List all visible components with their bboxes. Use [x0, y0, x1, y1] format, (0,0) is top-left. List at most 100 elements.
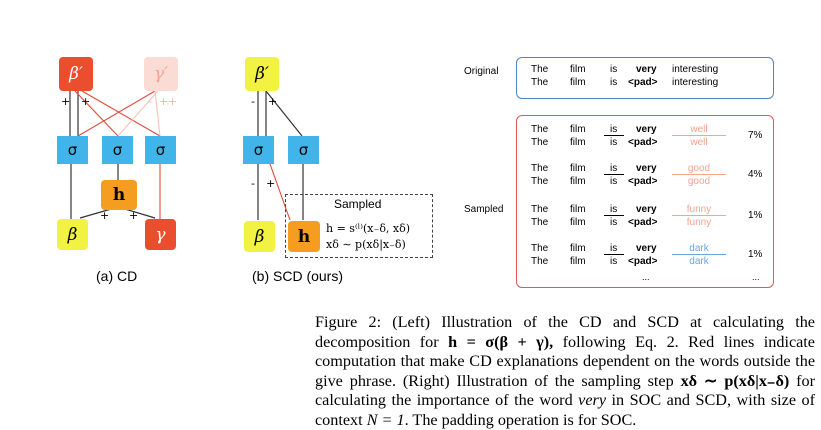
- cd-sign-3: -: [148, 95, 152, 108]
- s1-r1-word: well: [690, 124, 708, 135]
- s4-r2-is: is: [610, 256, 618, 267]
- caption-math-2: xδ ∼ p(xδ|x₋δ): [680, 371, 790, 390]
- cd-sign-4: +: [159, 95, 169, 108]
- s3-r1-word: funny: [686, 204, 712, 215]
- s4-r2-the: The: [531, 256, 549, 267]
- scd-sampled-box: [285, 194, 433, 258]
- orig-r2-interesting: interesting: [672, 77, 719, 88]
- s3-r2-film: film: [570, 217, 586, 228]
- s2-r1-film: film: [570, 163, 586, 174]
- scd-sign-4: +: [266, 177, 276, 190]
- s3-r1-the: The: [531, 204, 549, 215]
- scd-equation-2: xδ ∼ p(xδ|x₋δ): [326, 238, 406, 251]
- figure-caption: Figure 2: (Left) Illustration of the CD …: [315, 313, 815, 430]
- cd-beta-node: β: [57, 219, 88, 250]
- scd-sign-1: -: [251, 95, 255, 108]
- s1-underline-is: [604, 135, 624, 136]
- orig-r2-film: film: [570, 77, 586, 88]
- s2-underline-is: [604, 174, 624, 175]
- s3-r2-the: The: [531, 217, 549, 228]
- s2-r1-very: very: [636, 163, 657, 174]
- s3-r1-film: film: [570, 204, 586, 215]
- s1-r1-film: film: [570, 124, 586, 135]
- s3-r1-very: very: [636, 204, 657, 215]
- cd-sign-5: +: [168, 95, 178, 108]
- cd-sigma-node-2: σ: [102, 136, 133, 164]
- orig-r1-very: very: [636, 64, 657, 75]
- s2-r1-is: is: [610, 163, 618, 174]
- caption-part-1: Figure 2: (Left) Illustration of the CD …: [315, 313, 815, 351]
- s1-r2-film: film: [570, 137, 586, 148]
- s4-underline-word: [672, 254, 726, 255]
- ellipsis-pct: ...: [752, 272, 760, 282]
- scd-sigma-node-1: σ: [243, 136, 274, 164]
- s1-r1-very: very: [636, 124, 657, 135]
- s4-r1-word: dark: [689, 243, 709, 254]
- orig-r2-is: is: [610, 77, 618, 88]
- ellipsis-col: ...: [642, 272, 650, 282]
- orig-r1-the: The: [531, 64, 549, 75]
- s1-r2-the: The: [531, 137, 549, 148]
- s2-r2-is: is: [610, 176, 618, 187]
- caption-part-5: . The padding operation is for SOC.: [404, 410, 637, 429]
- s1-r1-is: is: [610, 124, 618, 135]
- scd-equation-1: h = s⁽ˡ⁾(x₋δ, xδ): [326, 222, 411, 235]
- s4-r1-very: very: [636, 243, 657, 254]
- original-label: Original: [464, 66, 499, 77]
- cd-sign-1: +: [61, 95, 71, 108]
- s4-r1-film: film: [570, 243, 586, 254]
- s2-r2-pad: <pad>: [628, 176, 658, 187]
- orig-r2-pad: <pad>: [628, 77, 658, 88]
- s3-r2-is: is: [610, 217, 618, 228]
- caption-math-1: h = σ(β + γ),: [448, 332, 554, 351]
- cd-sigma-node-3: σ: [145, 136, 176, 164]
- cd-sign-2: +: [81, 95, 91, 108]
- cd-gamma-prime-node: γ′: [144, 57, 178, 91]
- caption-part-2: following Eq. 2. Red lines indicate comp…: [315, 332, 815, 390]
- orig-r1-is: is: [610, 64, 618, 75]
- caption-emph-very: very: [578, 391, 607, 409]
- orig-r1-interesting: interesting: [672, 64, 719, 75]
- orig-r2-the: The: [531, 77, 549, 88]
- scd-beta-prime-node: β′: [245, 57, 279, 91]
- s2-r2-film: film: [570, 176, 586, 187]
- orig-r1-film: film: [570, 64, 586, 75]
- s1-r2-word: well: [690, 137, 708, 148]
- cd-gamma-node: γ: [145, 219, 176, 250]
- scd-sign-3: -: [251, 177, 255, 190]
- s3-r1-is: is: [610, 204, 618, 215]
- caption-part-3: for calculating the importance of the wo…: [315, 371, 816, 410]
- s1-r2-is: is: [610, 137, 618, 148]
- s3-underline-word: [672, 215, 726, 216]
- s2-r1-word: good: [687, 163, 711, 174]
- s3-r2-word: funny: [686, 217, 712, 228]
- s1-r1-the: The: [531, 124, 549, 135]
- s3-underline-is: [604, 215, 624, 216]
- scd-sigma-node-2: σ: [288, 136, 319, 164]
- scd-caption: (b) SCD (ours): [252, 268, 344, 284]
- cd-caption: (a) CD: [96, 268, 138, 284]
- s2-underline-word: [672, 174, 726, 175]
- caption-part-4: in SOC and SCD, with size of context: [315, 391, 815, 429]
- s3-r2-pad: <pad>: [628, 217, 658, 228]
- s4-r2-film: film: [570, 256, 586, 267]
- cd-beta-prime-node: β′: [59, 57, 93, 91]
- cd-sign-7: +: [129, 209, 139, 222]
- s1-underline-word: [672, 135, 726, 136]
- s1-percent: 7%: [748, 130, 763, 141]
- sampled-box: [516, 115, 774, 288]
- caption-math-3: N = 1: [366, 410, 405, 429]
- scd-beta-node: β: [244, 221, 275, 252]
- scd-sign-2: +: [268, 95, 278, 108]
- s2-r1-the: The: [531, 163, 549, 174]
- s4-percent: 1%: [748, 249, 763, 260]
- sampled-label: Sampled: [464, 204, 504, 215]
- scd-h-node: h: [288, 221, 320, 252]
- s4-r1-is: is: [610, 243, 618, 254]
- cd-h-node: h: [101, 180, 137, 210]
- original-box: [516, 57, 774, 99]
- s4-r2-pad: <pad>: [628, 256, 658, 267]
- s4-r2-word: dark: [689, 256, 709, 267]
- s3-percent: 1%: [748, 210, 763, 221]
- s4-underline-is: [604, 254, 624, 255]
